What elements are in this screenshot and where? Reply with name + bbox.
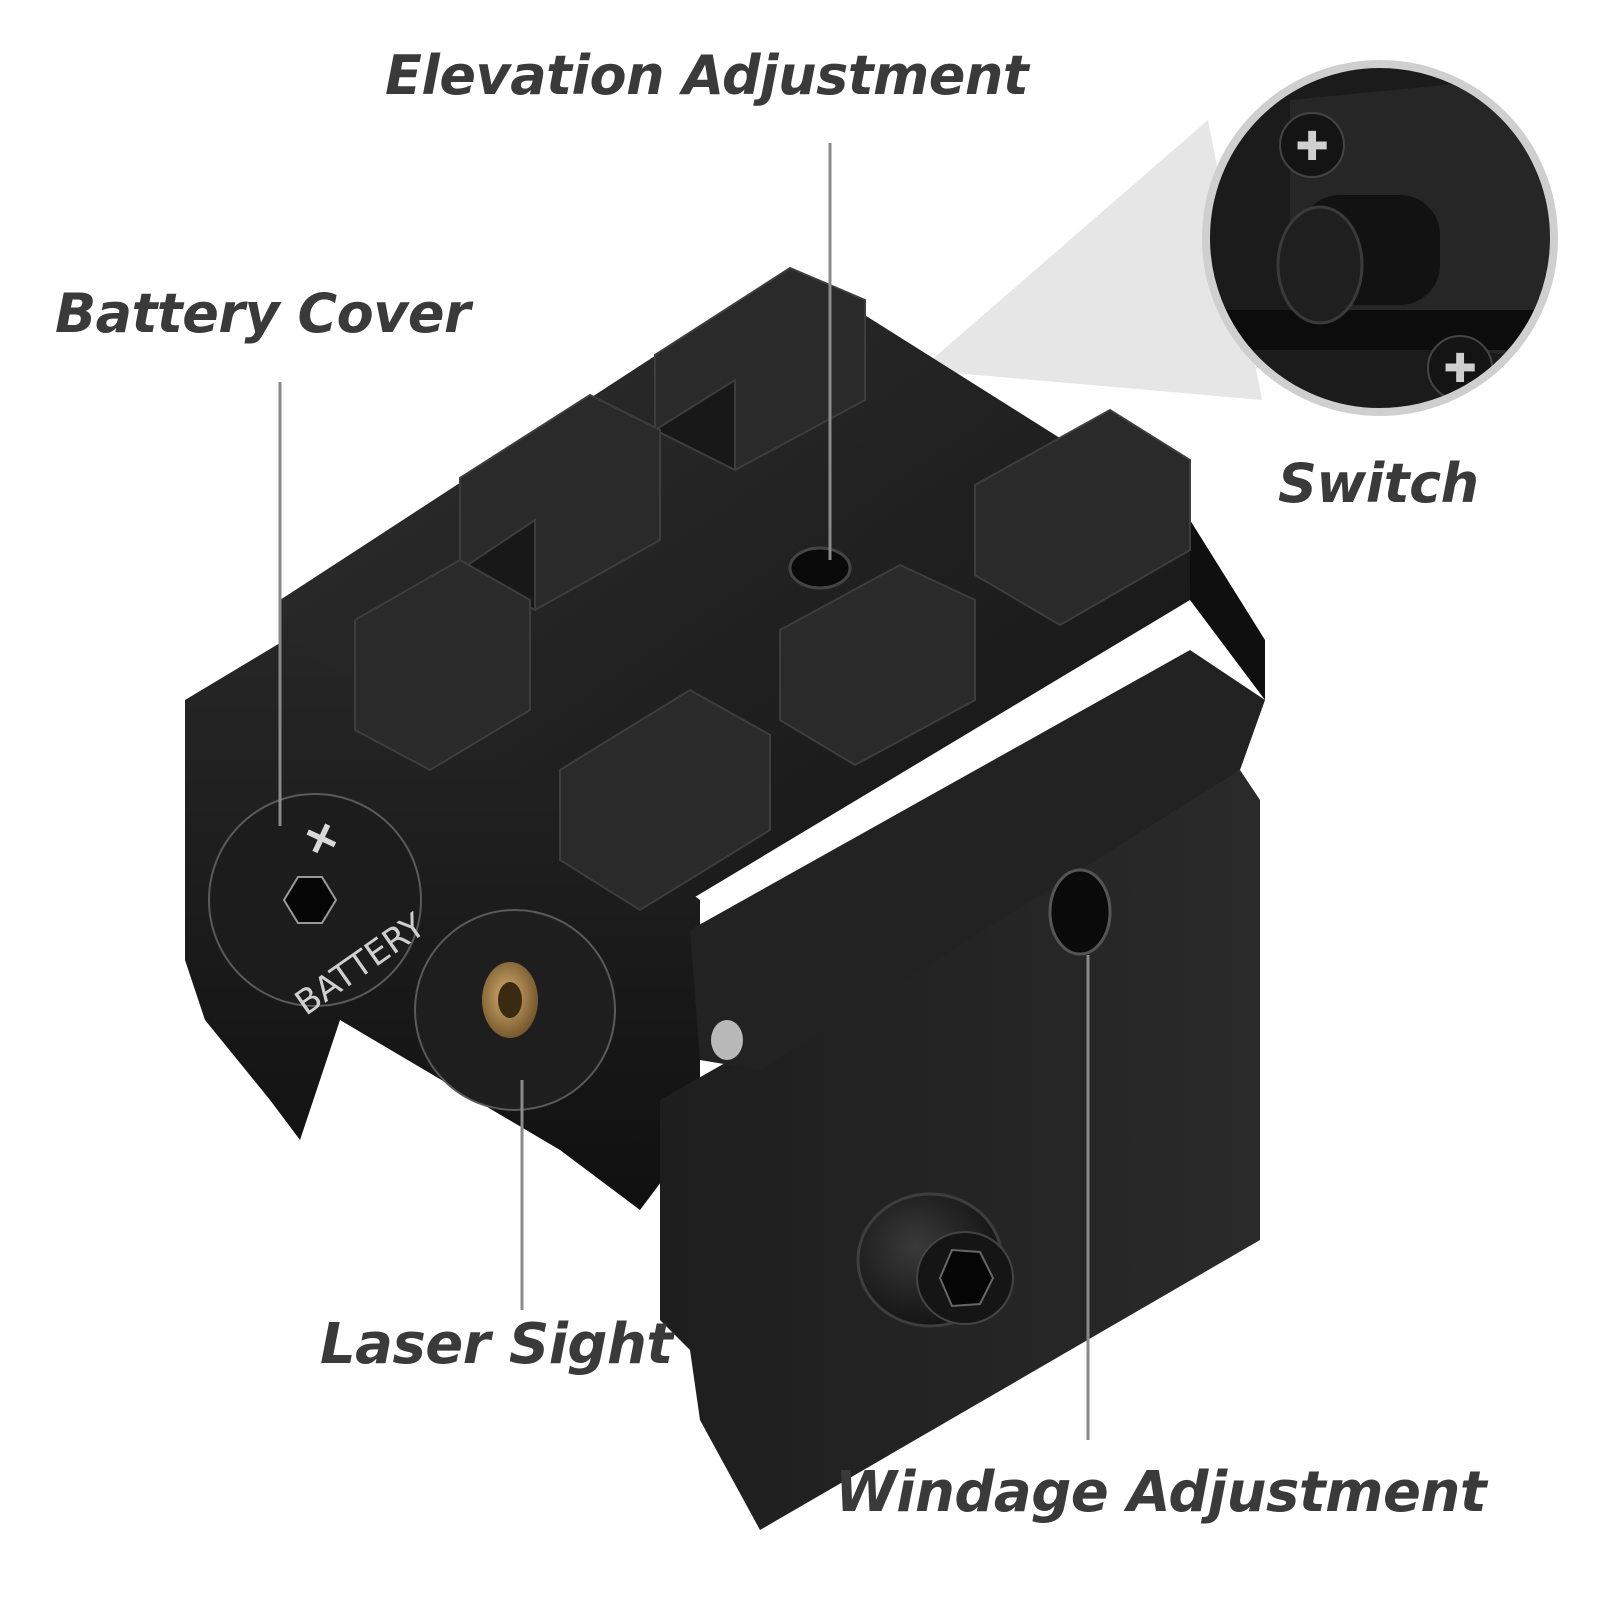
top-rail-plate: [280, 268, 1190, 900]
leader-lines: [278, 143, 1090, 1440]
windage-adjustment-label: Windage Adjustment: [835, 1460, 1487, 1525]
laser-sight-label: Laser Sight: [320, 1312, 673, 1377]
clamp-knob: [856, 1192, 1014, 1328]
hinge-barrel: [690, 650, 1265, 1070]
elevation-adjustment-label: Elevation Adjustment: [385, 44, 1029, 107]
battery-cover-label: Battery Cover: [55, 282, 471, 345]
switch-label: Switch: [1278, 452, 1479, 515]
zoom-switch-button: [1276, 205, 1364, 325]
zoom-cone: [920, 120, 1262, 400]
windage-screw: [1048, 868, 1112, 956]
switch-zoom-inset: ✚ ✚: [1202, 60, 1558, 416]
picatinny-ribs: [354, 266, 1191, 912]
right-side-face: [1190, 520, 1265, 700]
elevation-screw: [788, 546, 852, 590]
laser-aperture: [414, 909, 616, 1111]
laser-device: BATTERY +: [185, 266, 1265, 1530]
zoom-screw-top: [1279, 112, 1345, 178]
svg-text:✚: ✚: [1295, 124, 1329, 170]
hinge-pin: [711, 1020, 743, 1060]
mount-block: [660, 770, 1260, 1530]
